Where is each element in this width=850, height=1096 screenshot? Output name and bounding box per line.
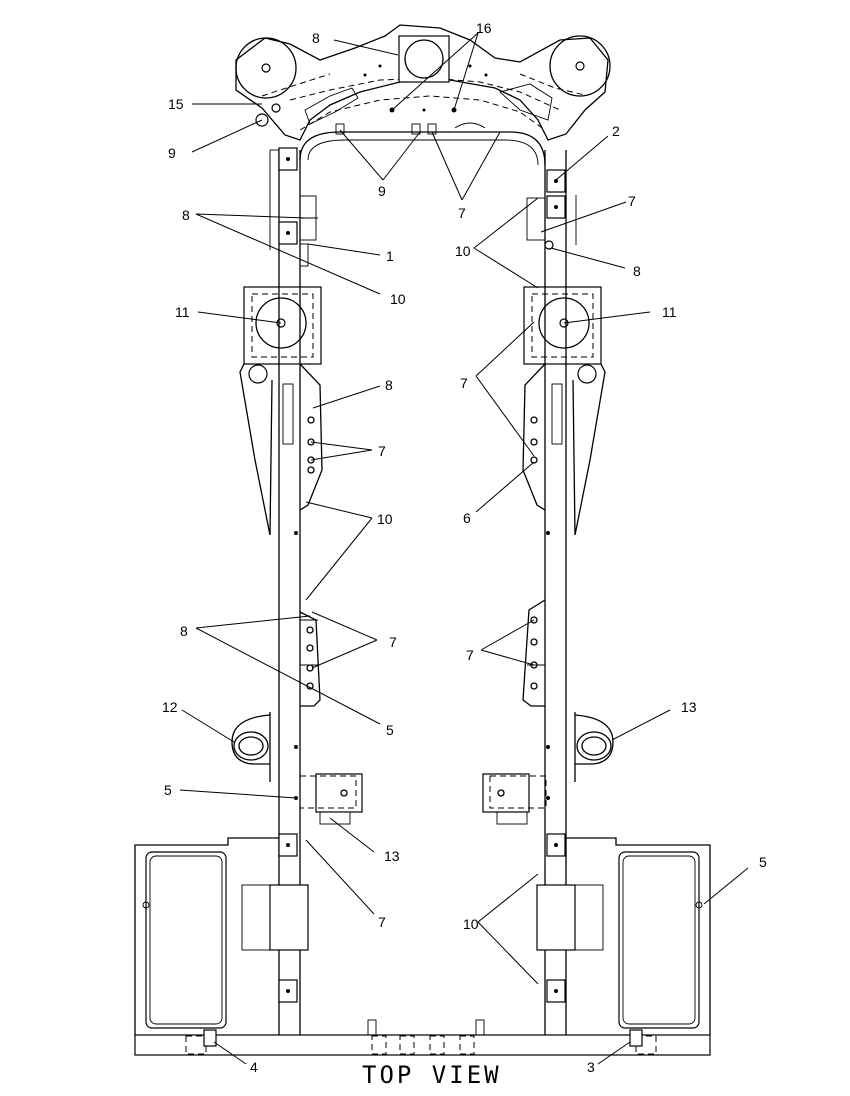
callout-7: 7 [378, 914, 386, 930]
callout-4: 4 [250, 1059, 258, 1075]
callout-5: 5 [759, 854, 767, 870]
callout-12: 15 [168, 96, 184, 112]
callout-7: 7 [378, 443, 386, 459]
callout-8: 7 [458, 205, 466, 221]
right-mid-bracket [522, 599, 546, 707]
callout-10: 9 [168, 145, 176, 161]
callout-2: 2 [612, 123, 620, 139]
right-lift-eye [574, 712, 614, 782]
callout-8: 8 [385, 377, 393, 393]
left-lift-eye [231, 712, 271, 782]
left-rear-bracket [299, 773, 363, 825]
callout-14: 13 [384, 848, 400, 864]
callout-1: 1 [386, 248, 394, 264]
callout-labels: 8 16 15 9 9 7 2 7 10 8 8 1 10 11 11 8 7 … [162, 20, 767, 1075]
callout-9: 8 [633, 263, 641, 279]
callout-5: 5 [386, 722, 394, 738]
left-tank [142, 851, 227, 1047]
callout-5: 5 [164, 782, 172, 798]
callout-10: 10 [377, 511, 393, 527]
callout-7: 7 [389, 634, 397, 650]
right-tank [618, 851, 703, 1047]
callout-7: 7 [628, 193, 636, 209]
callout-13: 12 [162, 699, 178, 715]
view-title: TOP VIEW [362, 1061, 502, 1089]
callout-9: 10 [463, 916, 479, 932]
callout-6: 6 [463, 510, 471, 526]
callout-3: 3 [587, 1059, 595, 1075]
callout-8: 8 [182, 207, 190, 223]
callout-10: 10 [455, 243, 471, 259]
callout-16: 16 [476, 20, 492, 36]
callout-10: 9 [378, 183, 386, 199]
left-mount-plate [239, 286, 323, 536]
callout-11: 11 [175, 304, 190, 320]
right-mount-plate [522, 286, 606, 536]
frame-inner-arch [299, 122, 546, 166]
callout-7: 7 [466, 647, 474, 663]
leader-lines [179, 32, 749, 1065]
left-mid-bracket [299, 611, 321, 707]
front-crossmember [235, 24, 611, 141]
callout-13: 13 [681, 699, 697, 715]
right-rear-bracket [482, 773, 547, 825]
callout-15: 8 [312, 30, 320, 46]
callout-11: 11 [662, 304, 677, 320]
callout-7: 7 [460, 375, 468, 391]
rear-frame-section [134, 837, 711, 1056]
callout-10: 10 [390, 291, 406, 307]
callout-8: 8 [180, 623, 188, 639]
